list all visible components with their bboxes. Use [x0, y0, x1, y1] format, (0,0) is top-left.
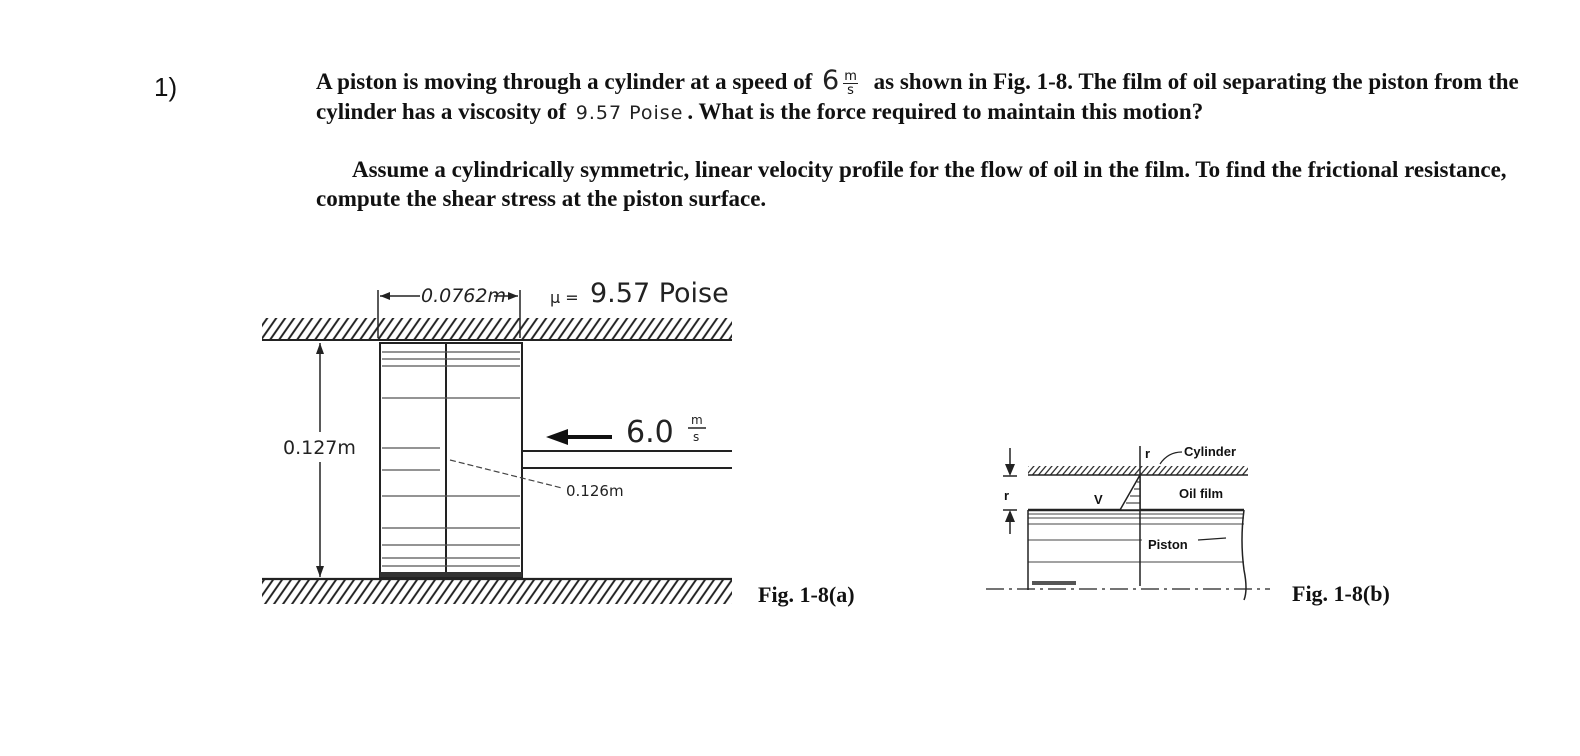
- velocity-profile: V: [1094, 472, 1141, 511]
- oil-film-label: Oil film: [1179, 486, 1223, 501]
- bore-diameter-label: 0.127m: [283, 437, 356, 459]
- problem-text-3: . What is the force required to maintain…: [687, 99, 1204, 125]
- figure-b: r V r Cylinder Oil film Piston Fig. 1-8(…: [986, 444, 1390, 606]
- assumption-text: Assume a cylindrically symmetric, linear…: [316, 157, 1507, 211]
- velocity-label: V: [1094, 492, 1103, 507]
- piston-diameter-leader: 0.126m: [449, 459, 624, 500]
- figure-a-caption: Fig. 1-8(a): [758, 582, 855, 607]
- problem-paragraph: A piston is moving through a cylinder at…: [316, 66, 1556, 128]
- cylinder-label: Cylinder: [1184, 444, 1236, 459]
- figure-a: 0.0762m μ = 9.57 Poise 0.127m 0.126m 6.0…: [262, 278, 855, 607]
- viscosity-value: 9.57 Poise: [575, 102, 684, 125]
- r-small-label: r: [1145, 446, 1150, 461]
- problem-text-1: A piston is moving through a cylinder at…: [316, 69, 813, 94]
- cylinder-top-wall: [262, 318, 732, 340]
- film-thickness-label: r: [1004, 488, 1009, 503]
- piston-rod: [522, 450, 732, 469]
- problem-text-2: as shown in Fig. 1-8. The film of oil se…: [316, 69, 1519, 125]
- speed-unit-denominator: s: [847, 83, 854, 99]
- piston-length-dimension: 0.0762m: [377, 285, 521, 338]
- velocity-value: 6.0: [626, 415, 674, 450]
- piston-length-label: 0.0762m: [421, 285, 506, 307]
- viscosity-symbol: μ =: [550, 288, 579, 307]
- cylinder-wall: [1028, 466, 1248, 475]
- bore-diameter-dimension: 0.127m: [283, 343, 356, 577]
- velocity-unit-denominator: s: [693, 430, 699, 444]
- assumption-paragraph: Assume a cylindrically symmetric, linear…: [316, 155, 1556, 213]
- speed-value: 6: [822, 65, 840, 96]
- cylinder-bottom-wall: [262, 580, 732, 604]
- speed-unit-numerator: m: [843, 69, 858, 85]
- velocity-arrow: 6.0 m s: [546, 413, 706, 450]
- question-number: 1): [154, 72, 178, 102]
- velocity-unit-numerator: m: [691, 413, 703, 427]
- piston-diameter-label: 0.126m: [566, 482, 624, 500]
- piston-label: Piston: [1148, 537, 1188, 552]
- figure-b-caption: Fig. 1-8(b): [1292, 581, 1390, 606]
- film-thickness-dimension: r: [1003, 448, 1017, 534]
- viscosity-label: 9.57 Poise: [590, 278, 729, 309]
